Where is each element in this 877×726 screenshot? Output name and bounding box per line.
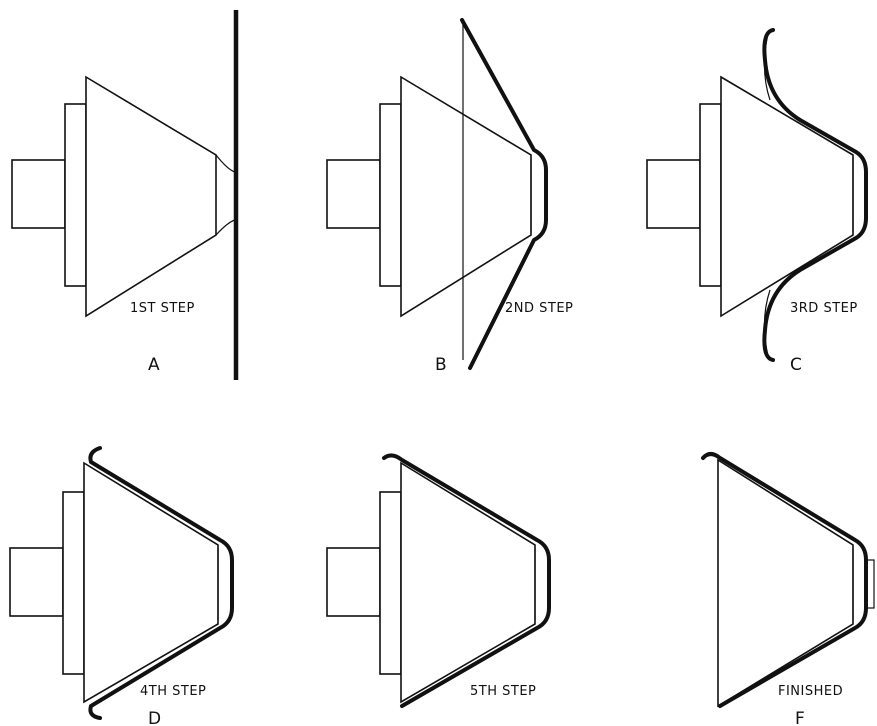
panel-f: FINISHED F [701,452,875,726]
panel-b: 2ND STEP B [326,18,573,375]
panel-c: 3RD STEP C [646,28,868,375]
form-nose [215,154,236,236]
step-label-d: 4TH STEP [140,684,206,699]
spindle-shaft [326,547,381,617]
panel-a: 1ST STEP A [11,10,239,380]
finished-shell-body [717,458,854,708]
spindle-shaft [646,159,701,229]
step-label-e: 5TH STEP [470,684,536,699]
finished-shell [701,452,868,708]
spindle-shaft [326,159,381,229]
spindle-shaft [11,159,66,229]
spinning-form [720,75,854,318]
step-label-a: 1ST STEP [130,301,195,316]
spinning-form [85,75,217,318]
panel-letter-f: F [795,709,805,726]
panel-e: 5TH STEP [326,453,551,708]
spinning-form [400,461,536,704]
spun-shell [382,453,551,708]
panel-letter-a: A [148,355,160,375]
panel-letter-d: D [148,709,161,726]
step-label-f: FINISHED [778,684,843,699]
step-label-c: 3RD STEP [790,301,858,316]
step-label-b: 2ND STEP [505,301,573,316]
chuck-flange [62,491,85,675]
panel-letter-b: B [435,355,447,375]
spun-shell [88,446,234,720]
partly-spun-blank [460,18,548,370]
chuck-flange [379,103,402,287]
panel-d: 4TH STEP D [9,446,234,726]
partly-spun-blank [762,28,868,362]
spinning-form [400,75,532,318]
spindle-shaft [9,547,64,617]
chuck-flange [699,103,722,287]
panel-letter-c: C [790,355,802,375]
chuck-flange [64,103,87,287]
spinning-form [83,461,219,704]
chuck-flange [379,491,402,675]
